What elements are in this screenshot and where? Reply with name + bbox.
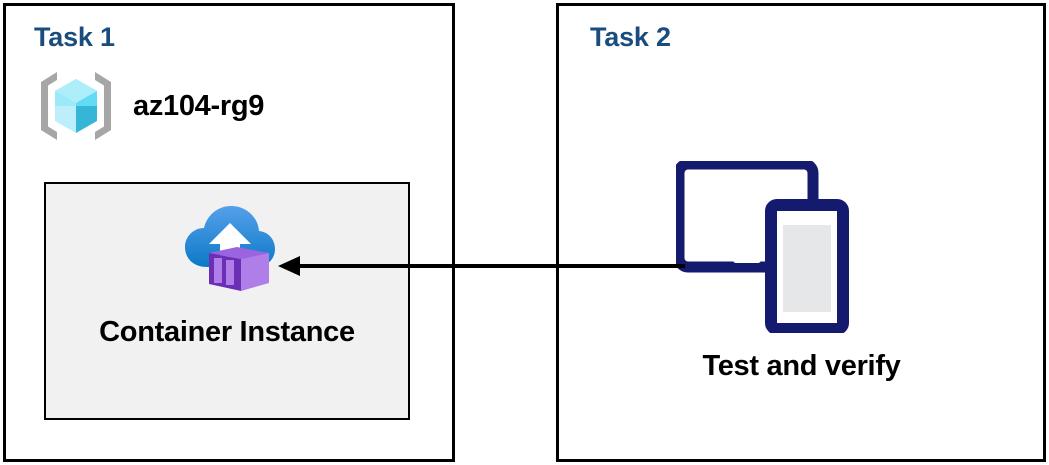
resource-group-cube-icon	[41, 72, 111, 140]
container-instance-box: Container Instance	[44, 182, 410, 420]
panel-task-1: Task 1 az104-rg9	[3, 3, 455, 462]
panel-title-task-1: Task 1	[34, 22, 115, 52]
resource-group-row: az104-rg9	[37, 69, 264, 143]
container-instance-icon	[185, 206, 275, 291]
tablet-and-phone-icon	[676, 161, 849, 333]
arrow-task2-to-container-instance	[278, 256, 685, 276]
test-and-verify-label: Test and verify	[702, 350, 901, 382]
resource-group-label: az104-rg9	[133, 89, 265, 122]
container-instance-label: Container Instance	[99, 316, 355, 348]
panel-title-task-2: Task 2	[590, 22, 671, 52]
